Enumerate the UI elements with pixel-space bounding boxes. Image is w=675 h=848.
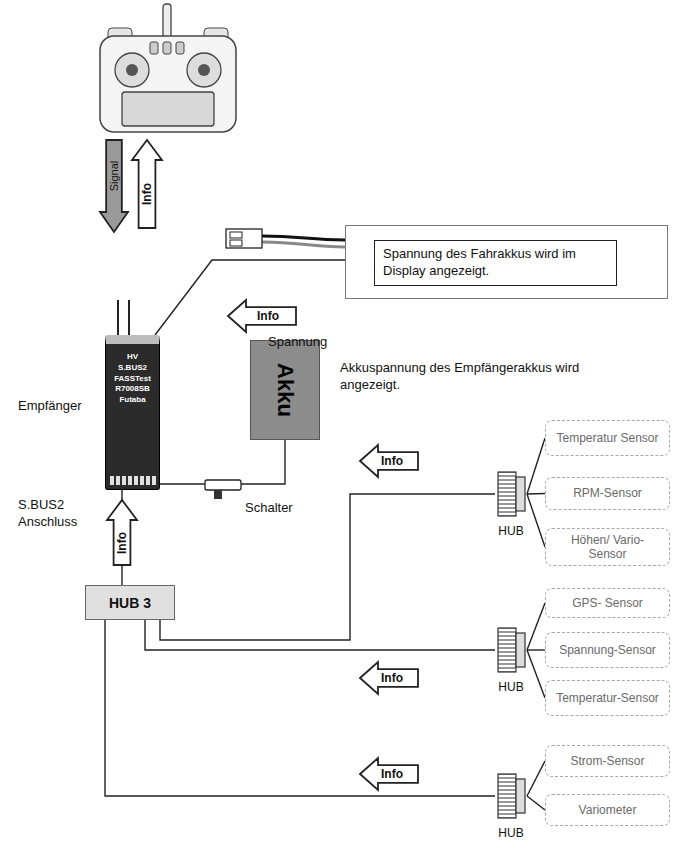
wire-connector [160,440,285,484]
info-arrow [132,140,162,228]
receiver-antennas [118,300,129,336]
info-arrow [107,500,137,565]
hub-device-illustration [495,470,527,518]
wire-connector [527,761,545,796]
sensor-box: Temperatur-Sensor [545,680,670,716]
node-text: S.BUS2 [118,363,147,374]
node-text: Spannung-Sensor [559,643,656,657]
wire-connector [527,603,545,650]
node-text: HUB 3 [109,595,151,611]
node-text: Futaba [119,395,145,406]
wire-connector [527,649,545,650]
hub-device-illustration [495,772,527,820]
wire-label: Spannung [268,334,327,351]
wire-connector [160,494,495,640]
sensor-box: Höhen/ Vario-Sensor [545,528,670,566]
signal-arrow-text: Signal [109,161,120,192]
wire-connector [145,620,495,650]
node-text: RPM-Sensor [573,486,642,500]
sensor-box: RPM-Sensor [545,477,670,510]
part-label: Empfänger [18,398,82,415]
info-arrow [360,445,418,477]
info-arrow [360,662,418,694]
info-arrow-text: Info [141,183,153,205]
receiver-pins [106,473,159,487]
wire-connector [527,494,545,547]
node-text: Spannung des Fahrakkus wird im Display a… [374,240,617,286]
signal-arrow [100,140,128,232]
wire-connector [527,796,545,810]
node-text: Temperatur Sensor [556,431,658,445]
wire-connector [105,620,495,796]
wire-connector [527,650,545,698]
node-text: HUB [498,826,523,840]
info-arrow [360,758,418,790]
node-text: Höhen/ Vario-Sensor [552,533,663,562]
part-label: Schalter [245,500,293,517]
port-label: S.BUS2 Anschluss [18,497,103,531]
info-arrow-text: Info [116,532,128,554]
node-text: Temperatur-Sensor [556,691,659,705]
transmitter-illustration [100,4,236,132]
hub-box: HUB 3 [85,585,175,620]
sensor-box: Variometer [545,794,670,826]
sensor-box: GPS- Sensor [545,588,670,618]
node-text: HV [127,352,138,363]
node-text: GPS- Sensor [572,596,643,610]
info-arrow-text: Info [381,672,403,684]
battery-plug [226,229,345,248]
info-arrow-text: Info [381,455,403,467]
node-text: HUB [498,524,523,538]
node-text: Strom-Sensor [570,754,644,768]
sensor-box: Temperatur Sensor [545,420,670,456]
hub-device: HUB [495,772,527,840]
node-text: Akku [272,363,298,417]
note-label: Akkuspannung des Empfängerakkus wird ang… [340,360,590,394]
hub-device-illustration [495,626,527,674]
drive-battery: Spannung des Fahrakkus wird im Display a… [345,225,668,299]
sensor-box: Spannung-Sensor [545,632,670,668]
receiver-battery: Akku [250,340,320,440]
node-text: FASSTest [114,374,151,385]
switch-symbol [205,480,241,499]
info-arrow-text: Info [381,768,403,780]
wire-connector [527,438,545,494]
node-text: R7008SB [115,384,150,395]
hub-device: HUB [495,626,527,694]
receiver: HVS.BUS2FASSTestR7008SBFutaba [105,335,160,490]
info-arrow [228,300,296,332]
wire-connector [155,260,345,335]
sensor-box: Strom-Sensor [545,745,670,777]
info-arrow-text: Info [257,310,279,322]
node-text: Variometer [579,803,637,817]
hub-device: HUB [495,470,527,538]
wire-connector [527,493,545,495]
node-text: HUB [498,680,523,694]
